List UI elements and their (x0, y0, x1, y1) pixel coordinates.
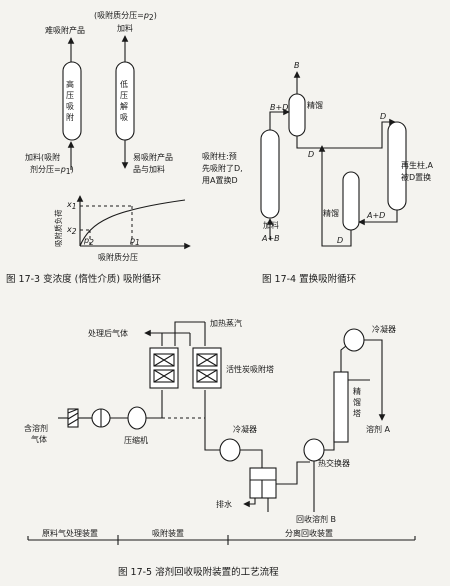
fig4-regen1: 再生柱,A (401, 160, 434, 170)
x2-label: x (66, 225, 72, 234)
rectifier-top (288, 93, 306, 137)
condenser-mid-label: 冷凝器 (233, 424, 257, 434)
fig3-caption: 图 17-3 变浓度 (惰性介质) 吸附循环 (6, 273, 161, 285)
fig4-feed2: A+B (261, 234, 280, 243)
compressor (127, 406, 147, 430)
fig5-caption: 图 17-5 溶剂回收吸附装置的工艺流程 (118, 566, 279, 578)
fig4-rectifier-top-label: 精馏 (307, 100, 323, 110)
section-feed-treatment: 原料气处理装置 (42, 528, 98, 538)
svg-text:p1: p1 (129, 236, 140, 247)
svg-text:x1: x1 (66, 200, 77, 211)
fig3-right-col-2: 解 (120, 101, 128, 111)
fig4-regen2: 被D置换 (401, 172, 431, 182)
isotherm-curve (79, 199, 186, 247)
top-condenser (343, 328, 365, 352)
low-pressure-desorber (115, 61, 135, 141)
fig4-caption: 图 17-4 置换吸附循环 (262, 273, 356, 285)
fig3-right-col-0: 低 (120, 79, 128, 89)
isotherm-ylabel: 吸附质负荷 (53, 209, 63, 247)
x1-label: x (66, 200, 72, 209)
drain-label: 排水 (216, 499, 232, 509)
fig3-bottom-left1: 加料(吸附 (25, 152, 60, 162)
fig3-bottom-right1: 易吸附产品 (133, 152, 173, 162)
p1-label: p (129, 236, 135, 245)
fig3-bottom-right2: 品与加料 (133, 164, 165, 174)
condenser-top-label: 冷凝器 (372, 324, 396, 334)
treated-gas-label: 处理后气体 (88, 328, 128, 338)
fig4-rectifier-bottom-label: 精馏 (323, 208, 339, 218)
fig4-left-label1: 吸附柱:预 (202, 151, 237, 161)
fig4-BD: B+D (270, 103, 288, 112)
fig4-left-label3: 用A置换D (202, 175, 238, 185)
decanter (249, 467, 277, 499)
svg-text:p2: p2 (83, 236, 94, 247)
fig17-4: B 精馏 B+D D D 吸附柱:预 先吸附了D, 用A置换D 加料 A+B 再… (202, 61, 434, 285)
fig4-AD: A+D (366, 211, 385, 220)
high-pressure-adsorber (62, 61, 82, 141)
feed-gas-label1: 含溶剂 (24, 423, 48, 433)
fig3-left-col-2: 吸 (66, 102, 74, 111)
fig4-D-right: D (380, 112, 386, 121)
fig3-left-col-1: 压 (66, 91, 74, 100)
svg-text:(吸附质分压=p2): (吸附质分压=p2) (94, 10, 157, 22)
solvent-a-label: 溶剂 A (366, 424, 391, 434)
svg-text:剂分压=p1): 剂分压=p1) (30, 164, 74, 176)
p2-label: p (83, 236, 89, 245)
heat-steam-label: 加热蒸汽 (210, 318, 242, 328)
heat-exchanger (303, 438, 325, 462)
compressor-label: 压缩机 (124, 435, 148, 445)
carbon-tower-label: 活性炭吸附塔 (226, 364, 274, 374)
fig3-left-col-0: 高 (66, 79, 74, 89)
fig3-left-col-3: 附 (66, 112, 74, 122)
section-separation: 分离回收装置 (285, 528, 333, 538)
rectifier-bottom (342, 171, 360, 231)
rect-tower-2: 馏 (353, 397, 361, 407)
fig3-right-col-3: 吸 (120, 113, 128, 122)
fig3-top-right-label2: 加料 (117, 23, 133, 33)
fig4-B-top: B (294, 61, 300, 70)
process-sections: 原料气处理装置 吸附装置 分离回收装置 (27, 528, 416, 545)
isotherm-xlabel: 吸附质分压 (98, 252, 138, 262)
fig3-top-left-label: 难吸附产品 (45, 25, 85, 35)
rectification-tower (333, 371, 349, 443)
svg-text:x2: x2 (66, 225, 77, 236)
adsorption-column (260, 129, 280, 219)
feed-gas-label2: 气体 (31, 434, 47, 444)
fig17-3: 难吸附产品 (吸附质分压=p2) 加料 高 压 吸 附 低 压 解 吸 加料(吸… (6, 10, 191, 285)
carbon-adsorption-towers (149, 347, 222, 389)
section-adsorption: 吸附装置 (152, 528, 184, 538)
fig4-D-bottom: D (337, 236, 343, 245)
fig3-top-right-label1: (吸附质分压= (94, 10, 144, 20)
fig17-5: 加热蒸汽 处理后气体 活性炭吸附塔 含溶剂 气体 (24, 318, 416, 578)
fig4-left-label2: 先吸附了D, (202, 163, 243, 173)
rect-tower-1: 精 (353, 386, 361, 396)
mid-condenser (219, 438, 241, 462)
rect-tower-3: 塔 (353, 408, 361, 418)
isotherm-chart: x1 x2 p2 p1 吸附质负荷 吸附质分压 (53, 195, 191, 262)
fig4-feed1: 加料 (263, 220, 279, 230)
heat-exchanger-label: 热交换器 (318, 458, 350, 468)
fig3-bottom-left2: 剂分压= (30, 164, 61, 174)
recovered-b-label: 回收溶剂 B (296, 514, 336, 524)
fig4-D-mid: D (308, 150, 314, 159)
fig3-right-col-1: 压 (120, 91, 128, 100)
